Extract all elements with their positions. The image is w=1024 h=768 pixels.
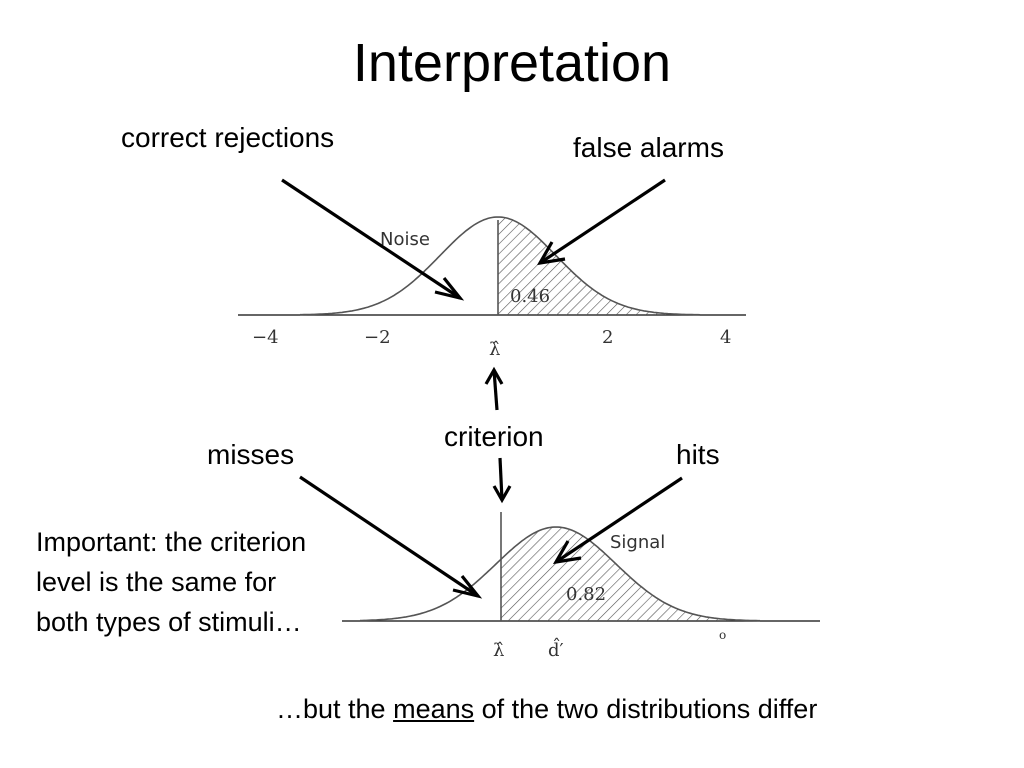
signal-mean-symbol: d̂′ [548,636,564,661]
slide-title: Interpretation [352,33,672,93]
arrow-hits [552,476,683,565]
footer-prefix: …but the [276,694,394,724]
label-correct-rejections: correct rejections [121,122,335,153]
noise-false-alarm-area [498,217,700,315]
noise-name-label: Noise [380,229,430,250]
signal-plot: Signal 0.82 λ̂ d̂′ o [342,512,820,661]
footer-emphasis: means [393,694,475,724]
label-criterion: criterion [444,421,544,452]
important-note: Important: the criterion level is the sa… [36,527,307,637]
noise-tick-minus2: −2 [364,327,391,348]
arrow-criterion-up [484,366,504,411]
noise-area-label: 0.46 [510,286,550,307]
arrow-correct-rejections [281,178,465,301]
signal-criterion-symbol: λ̂ [493,640,504,661]
noise-plot: Noise 0.46 −4 −2 2 4 λ̂ [238,216,746,360]
signal-name-label: Signal [610,532,665,553]
label-hits: hits [676,439,720,470]
noise-tick-minus4: −4 [252,327,279,348]
noise-tick-2: 2 [602,327,613,348]
noise-criterion-symbol: λ̂ [489,339,500,360]
label-misses: misses [207,439,295,470]
noise-tick-4: 4 [720,327,731,348]
footer-text: …but the means of the two distributions … [276,694,817,725]
signal-area-label: 0.82 [566,584,606,605]
noise-curve [300,216,701,316]
arrows [281,178,683,599]
signal-curve [360,526,760,622]
signal-hit-area [501,527,760,621]
arrow-misses [299,475,483,599]
arrow-false-alarms [536,178,666,266]
arrow-criterion-down [492,457,512,504]
footer-suffix: of the two distributions differ [474,694,818,724]
signal-right-tick: o [719,628,726,642]
label-false-alarms: false alarms [573,132,724,163]
